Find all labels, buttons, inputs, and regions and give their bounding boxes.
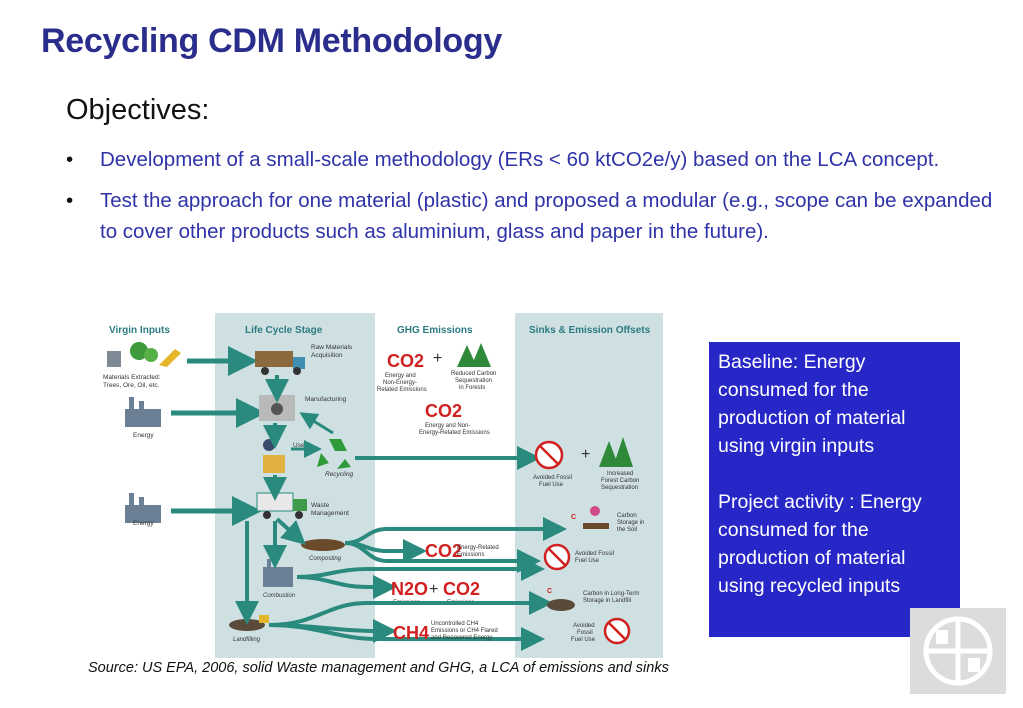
sinks-panel [515,313,663,658]
truck-icon [255,351,305,375]
stage-label: Composting [309,556,342,562]
branch-arrow [296,575,397,599]
sinks-label: Sequestration [601,485,638,491]
sinks-label: Carbon in Long-Term [583,591,639,597]
sinks-label: Storage in [617,520,644,526]
ghg-label: Uncontrolled CH4 [431,621,479,627]
flow-arrow [275,517,306,546]
avoided-fossil-fuel-icon [543,543,571,571]
sinks-label: Carbon [617,513,637,519]
bullet-glyph: • [66,148,74,171]
forest-icon [599,437,633,467]
co2-symbol: CO2 [443,579,480,599]
stage-label: Raw Materials [311,344,353,351]
header-life-cycle: Life Cycle Stage [245,325,323,336]
globe-logo [910,608,1006,694]
lca-diagram: Virgin Inputs Life Cycle Stage GHG Emiss… [103,313,663,658]
stage-label: Recycling [325,471,354,478]
ghg-label: Energy and Non- [425,423,470,429]
slide-title: Recycling CDM Methodology [41,22,502,60]
stage-label: Landfilling [233,637,261,643]
bullet-item: • Test the approach for one material (pla… [66,185,1001,247]
sinks-label: Fossil [577,630,593,636]
compost-icon [301,539,345,551]
ghg-label: Energy-Related [457,545,499,551]
plus-sign: + [429,581,438,598]
ch4-symbol: CH4 [393,623,429,643]
avoided-fossil-fuel-icon [534,440,564,470]
sinks-label: the Soil [617,527,637,533]
co2-symbol: CO2 [387,351,424,371]
header-ghg: GHG Emissions [397,325,473,336]
ghg-label: Sequestration [455,378,492,384]
co2-symbol: CO2 [425,541,462,561]
bullet-text: Test the approach for one material (plas… [100,189,993,243]
bullet-text: Development of a small-scale methodology… [100,148,940,171]
sinks-label: Avoided Fossil [575,551,614,557]
materials-label: Trees, Ore, Oil, etc. [103,382,160,389]
ghg-label: Related Emissions [377,387,427,393]
stage-label: Acquisition [311,352,343,359]
manufacturing-icon [259,395,295,421]
factory-icon [125,397,161,427]
baseline-project-callout: Baseline: Energy consumed for the produc… [709,342,960,637]
stage-label: Waste [311,502,330,509]
sinks-label: Avoided [573,623,595,629]
objectives-heading: Objectives: [66,94,210,126]
co2-symbol: CO2 [425,401,462,421]
bullet-item: • Development of a small-scale methodolog… [66,144,1001,175]
materials-label: Materials Extracted: [103,374,161,381]
sinks-label: Avoided Fossil [533,475,572,481]
sinks-label: Increased [607,471,633,477]
sinks-label: Storage in Landfill [583,598,631,604]
bullet-glyph: • [66,189,74,212]
baseline-text: Baseline: Energy consumed for the produc… [718,351,906,457]
ghg-label: in Forests [459,385,485,391]
ghg-label: and Recovered Energy [431,635,492,641]
ghg-label: Emissions or CH4 Flared [431,628,498,634]
header-virgin-inputs: Virgin Inputs [109,325,170,336]
plus-sign: + [581,446,590,463]
ghg-label: Energy and [385,373,416,379]
header-sinks: Sinks & Emission Offsets [529,325,651,336]
soil-storage-icon [583,506,609,529]
energy-label: Energy [133,520,154,527]
objectives-list: • Development of a small-scale methodolog… [66,144,1001,257]
avoided-fossil-fuel-icon [603,617,631,645]
landfill-storage-icon [547,599,575,611]
factory-icon [125,493,161,523]
flow-arrow [299,412,334,435]
stage-label: Management [311,510,349,517]
ghg-label: Emissions [457,552,484,558]
carbon-marker: C [547,588,552,595]
carbon-marker: C [571,514,576,521]
energy-label: Energy [133,432,154,439]
branch-arrow [268,623,545,651]
project-activity-text: Project activity : Energy consumed for t… [718,491,922,597]
stage-label: Manufacturing [305,396,347,403]
sinks-label: Fuel Use [571,637,596,643]
sinks-label: Forest Carbon [601,478,639,484]
n2o-symbol: N2O [391,579,428,599]
ghg-label: Energy-Related Emissions [419,430,490,436]
globe-logo-icon [923,616,993,686]
stage-label: Use [293,442,305,449]
stage-label: Combustion [263,593,296,599]
materials-extraction-icon [107,342,181,367]
sinks-label: Fuel Use [575,558,600,564]
ghg-label: Reduced Carbon [451,371,496,377]
forest-icon [457,343,491,367]
plus-sign: + [433,350,442,367]
branch-arrow [344,541,541,573]
ghg-label: Non-Energy- [383,380,417,386]
source-citation: Source: US EPA, 2006, solid Waste manage… [88,660,669,676]
sinks-label: Fuel Use [539,482,564,488]
